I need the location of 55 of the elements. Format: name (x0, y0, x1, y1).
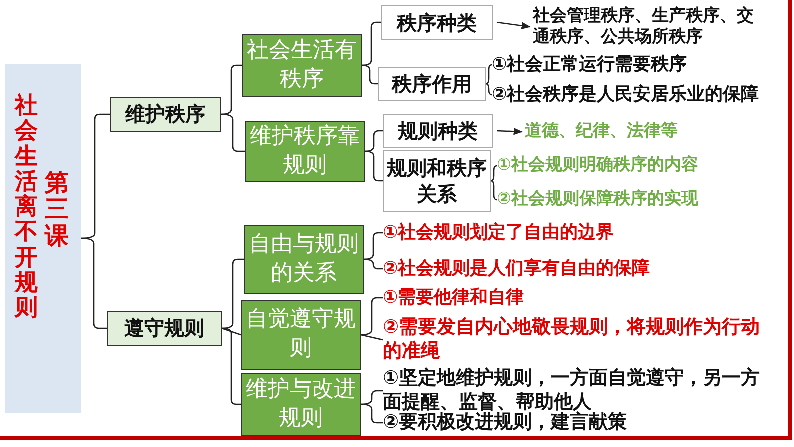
note-text: ②社会秩序是人民安居乐业的保障 (492, 84, 760, 106)
note-text: ②社会规则是人们享有自由的保障 (383, 258, 650, 280)
brace-connector (362, 64, 378, 85)
category-box (378, 67, 486, 101)
topic-box (107, 311, 222, 346)
note-text: 道德、纪律、法律等 (525, 121, 678, 143)
brace-connector (220, 114, 245, 152)
brace-connector (364, 232, 383, 260)
lesson-number: 第三课 (45, 170, 69, 250)
category-box (381, 5, 493, 40)
node-label: 秩序种类 (397, 10, 477, 36)
brace-connector (364, 258, 383, 270)
arrow (496, 128, 523, 136)
node-label: 遵守规则 (124, 315, 204, 342)
brace-connector (490, 165, 498, 182)
node-label: 自由与规则的关系 (248, 230, 360, 288)
node-label: 维护与改进规则 (245, 376, 357, 432)
note-text: ①社会正常运行需要秩序 (492, 54, 688, 76)
brace-connector (362, 22, 381, 66)
brace-connector (364, 150, 383, 182)
title-panel (5, 64, 81, 413)
node-label: 秩序作用 (392, 71, 472, 97)
note-text: ②要积极改进规则，建言献策 (383, 411, 628, 435)
brace-connector (360, 390, 383, 406)
node-label: 社会生活有秩序 (246, 36, 358, 94)
arrow (496, 22, 531, 30)
note-text: ①坚定地维护规则，一方面自觉遵守，另一方面提醒、监督、帮助他人 (383, 367, 762, 413)
node-label: 维护秩序 (126, 101, 206, 128)
brace-connector (80, 238, 107, 330)
brace-connector (360, 404, 383, 424)
brace-connector (360, 297, 383, 336)
note-text: ①社会规则划定了自由的边界 (383, 222, 614, 244)
topic-box (110, 97, 221, 132)
subtopic-box (241, 300, 361, 370)
category-box (383, 114, 493, 148)
note-text: ②社会规则保障秩序的实现 (497, 189, 698, 211)
note-text: 社会管理秩序、生产秩序、交通秩序、公共场所秩序 (533, 6, 755, 48)
brace-connector (222, 328, 241, 406)
brace-connector (486, 64, 493, 85)
note-text: ②需要发自内心地敬畏规则，将规则作为行动的准绳 (383, 316, 762, 364)
brace-connector (220, 64, 242, 116)
brace-connector (360, 334, 384, 341)
brace-connector (490, 180, 498, 201)
brace-connector (364, 130, 383, 152)
brace-connector (222, 328, 242, 336)
note-text: ①社会规则明确秩序的内容 (497, 155, 698, 177)
node-label: 自觉遵守规则 (245, 306, 357, 363)
vertical-title: 社会生活离不开规则 (15, 94, 38, 322)
subtopic-box (244, 225, 364, 294)
node-label: 规则种类 (398, 118, 478, 144)
brace-connector (486, 83, 493, 96)
brace-connector (222, 258, 244, 330)
node-label: 规则和秩序关系 (386, 155, 488, 207)
node-label: 维护秩序靠规则 (249, 122, 361, 180)
note-text: ①需要他律和自律 (383, 286, 524, 310)
